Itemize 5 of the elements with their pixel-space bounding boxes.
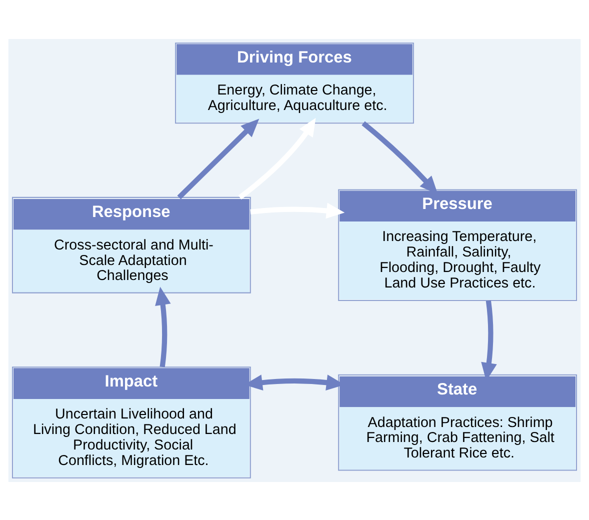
arrow [362, 120, 438, 194]
arrow [177, 118, 260, 199]
arrow [238, 117, 316, 199]
arrow [155, 286, 171, 367]
arrow [250, 202, 345, 218]
